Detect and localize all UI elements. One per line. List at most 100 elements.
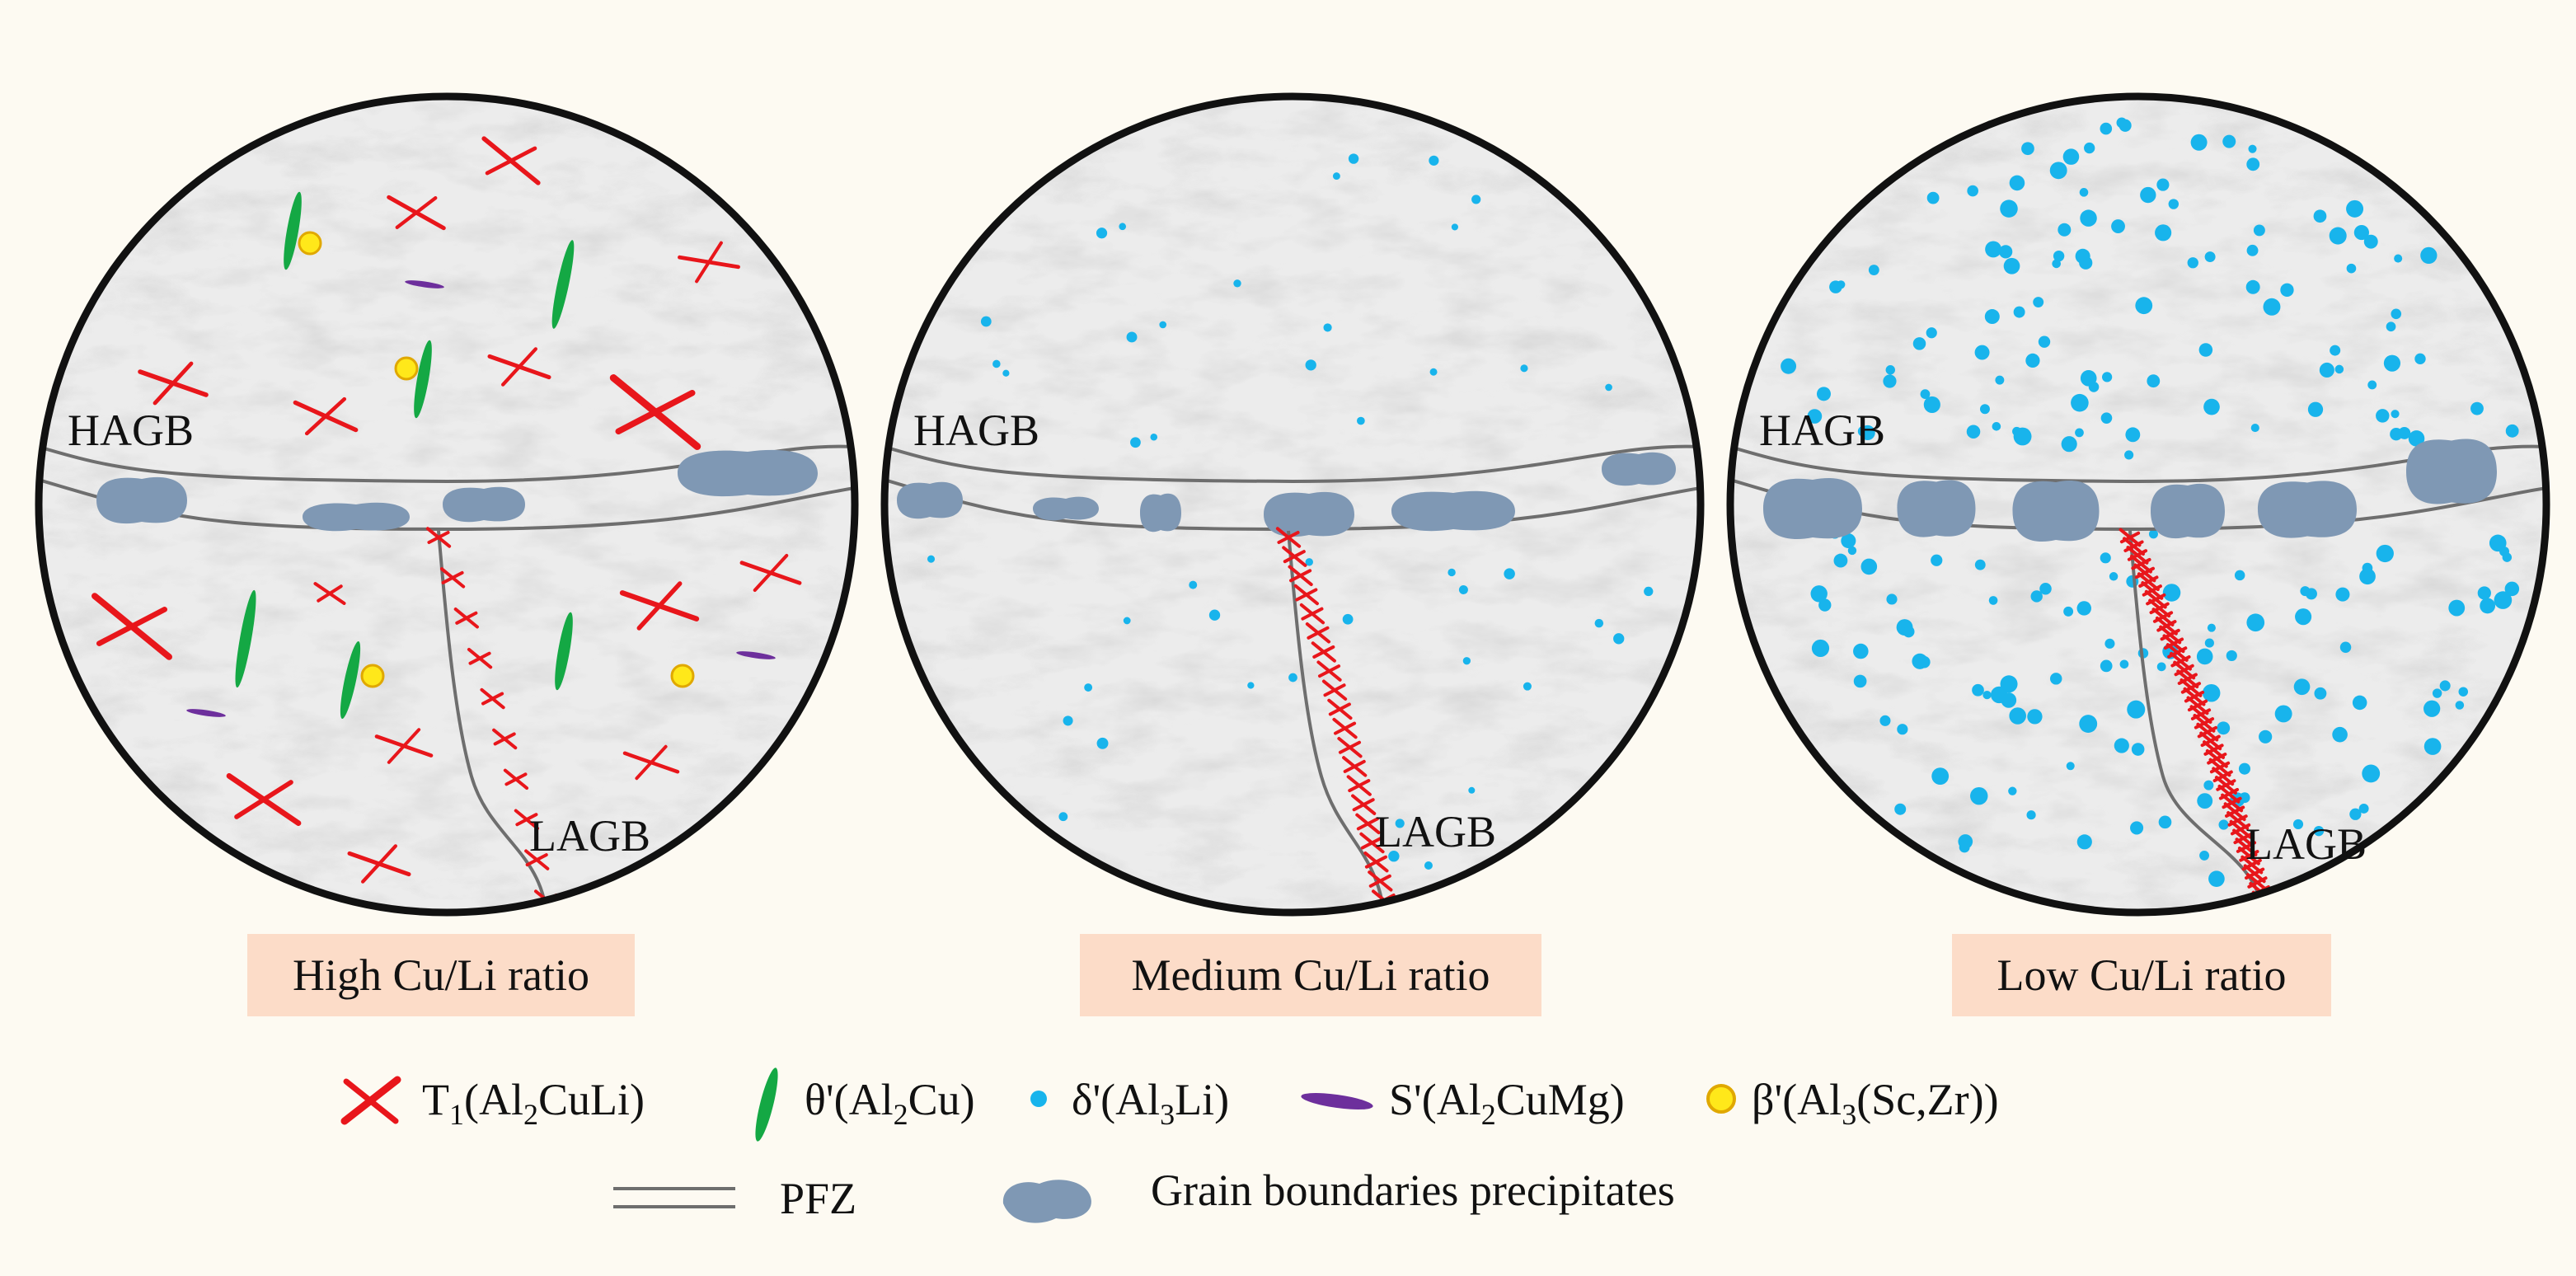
delta-precipitate	[2101, 372, 2113, 382]
delta-precipitate	[2391, 410, 2400, 419]
delta-precipitate	[1972, 683, 1984, 697]
delta-precipitate	[1468, 786, 1476, 794]
delta-precipitate	[1816, 387, 1831, 401]
delta-precipitate	[1970, 786, 1988, 805]
delta-precipitate	[1233, 279, 1241, 288]
lagb-t1-precipitate	[1299, 603, 1326, 625]
delta-precipitate	[2439, 680, 2451, 692]
delta-precipitate	[1424, 861, 1433, 870]
delta-precipitate	[2100, 412, 2113, 425]
delta-precipitate	[1002, 369, 1010, 377]
delta-precipitate	[1974, 345, 1990, 360]
delta-precipitate	[1810, 585, 1828, 603]
delta-precipitate	[2238, 762, 2250, 775]
delta-precipitate	[1967, 185, 1978, 197]
delta-precipitate	[1982, 690, 1992, 700]
lagb-t1-precipitate	[1368, 870, 1393, 892]
delta-precipitate	[2063, 606, 2074, 617]
delta-precipitate	[2027, 709, 2043, 725]
beta-precipitate	[298, 231, 322, 256]
delta-precipitate	[2030, 590, 2043, 603]
delta-precipitate	[1853, 674, 1867, 688]
t1-precipitate	[192, 105, 253, 143]
t1-precipitate	[487, 347, 551, 387]
theta-precipitate	[551, 240, 575, 329]
gb-precipitate	[1763, 477, 1862, 540]
lagb-t1-precipitate	[503, 768, 529, 790]
gb-precipitate	[1033, 496, 1099, 521]
delta-precipitate	[2196, 648, 2213, 665]
delta-precipitate	[1247, 682, 1255, 689]
circle-outline	[1726, 92, 2550, 917]
lagb-t1-precipitate	[1359, 832, 1385, 854]
lagb-t1-precipitate	[1337, 737, 1363, 758]
delta-precipitate	[2100, 552, 2111, 564]
lagb-t1-precipitate	[1351, 794, 1377, 815]
delta-precipitate	[2025, 353, 2040, 368]
t1-precipitate	[609, 374, 701, 450]
delta-precipitate	[2009, 707, 2026, 725]
delta-precipitate	[2033, 297, 2044, 307]
legend-beta: β'(Al3(Sc,Zr))	[1752, 1075, 1999, 1131]
gb-precipitate	[2151, 483, 2225, 539]
delta-precipitate	[2038, 335, 2051, 348]
delta-precipitate	[2062, 148, 2080, 165]
delta-precipitate	[1833, 553, 1848, 568]
delta-precipitate	[2131, 743, 2145, 756]
lagb-t1-precipitate	[453, 608, 479, 629]
delta-precipitate	[2012, 426, 2022, 436]
delta-precipitate	[1920, 389, 1931, 399]
delta-precipitate	[1388, 851, 1400, 862]
delta-precipitate	[2367, 380, 2377, 390]
gb-precipitate	[1391, 490, 1515, 532]
gb-precipitate	[1264, 491, 1354, 537]
lagb-line	[437, 530, 547, 909]
blob-icon	[1002, 1180, 1091, 1223]
delta-precipitate	[2293, 678, 2311, 696]
delta-precipitate	[2187, 257, 2198, 269]
delta-precipitate	[2079, 715, 2098, 734]
delta-precipitate	[2339, 641, 2352, 653]
delta-precipitate	[1999, 245, 2013, 259]
delta-precipitate	[1084, 683, 1093, 692]
beta-precipitate	[394, 356, 419, 381]
lagb-t1-precipitate	[1282, 546, 1307, 567]
lagb-t1-precipitate	[492, 728, 518, 750]
delta-precipitate	[1520, 364, 1528, 373]
delta-precipitate	[1429, 368, 1438, 376]
legend-pfz: PFZ	[780, 1174, 857, 1223]
delta-precipitate	[2505, 424, 2519, 438]
delta-precipitate	[2362, 764, 2381, 783]
delta-precipitate	[2066, 762, 2075, 771]
delta-precipitate	[1781, 358, 1797, 374]
delta-precipitate	[992, 359, 1001, 368]
delta-precipitate	[1305, 558, 1313, 566]
lagb-t1-precipitate	[439, 567, 466, 589]
beta-precipitate	[360, 664, 385, 688]
delta-precipitate	[2013, 306, 2025, 318]
delta-precipitate	[2140, 186, 2156, 204]
t1-precipitate	[138, 361, 209, 406]
delta-precipitate	[1807, 409, 1823, 424]
delta-precipitate	[2250, 424, 2259, 433]
delta-precipitate	[1605, 383, 1612, 392]
delta-precipitate	[2313, 825, 2325, 837]
delta-precipitate	[2246, 613, 2265, 632]
delta-precipitate	[1305, 359, 1316, 371]
delta-precipitate	[2058, 223, 2072, 237]
delta-precipitate	[2420, 246, 2438, 265]
delta-precipitate	[2455, 701, 2465, 710]
lagb-t1-precipitate	[514, 809, 540, 830]
lagb-t1-precipitate	[1332, 717, 1358, 739]
delta-precipitate	[927, 555, 936, 563]
gb-precipitate	[1602, 452, 1676, 486]
delta-precipitate	[2071, 393, 2089, 412]
gb-precipitate	[2406, 439, 2497, 504]
gb-precipitate	[1897, 480, 1976, 537]
delta-precipitate	[2076, 601, 2092, 616]
t1-precipitate	[678, 241, 740, 284]
purple-rod-icon	[1301, 1092, 1373, 1110]
theta-precipitate	[284, 191, 302, 270]
